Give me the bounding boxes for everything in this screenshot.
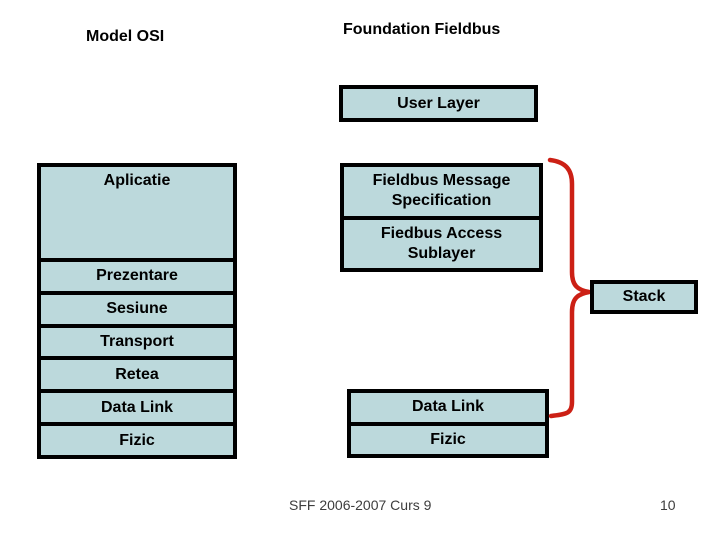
osi-layer-sesiune: Sesiune — [41, 290, 233, 324]
footer-course-text: SFF 2006-2007 Curs 9 — [289, 497, 432, 513]
fieldbus-datalink-cell: Data Link — [351, 393, 545, 422]
stack-grouping-brace — [547, 157, 592, 419]
footer-page-number: 10 — [660, 497, 676, 513]
osi-layer-fizic: Fizic — [41, 422, 233, 455]
stack-label: Stack — [622, 288, 666, 305]
right-column-title: Foundation Fieldbus — [343, 21, 501, 38]
fieldbus-fizic-label: Fizic — [430, 430, 466, 448]
osi-layer-label: Retea — [115, 365, 159, 383]
fieldbus-fizic-cell: Fizic — [351, 421, 545, 455]
left-column-title: Model OSI — [86, 28, 165, 45]
osi-layer-datalink: Data Link — [41, 389, 233, 422]
osi-layer-label: Prezentare — [96, 267, 178, 285]
fieldbus-message-specification-cell: Fieldbus Message Specification — [344, 167, 539, 216]
fieldbus-datalink-label: Data Link — [411, 398, 484, 416]
osi-layer-label: Aplicatie — [103, 172, 171, 189]
fieldbus-upper-stack-box: Fieldbus Message Specification Fiedbus A… — [340, 163, 543, 272]
fieldbus-lower-stack-box: Data Link Fizic — [347, 389, 549, 458]
stack-box: Stack — [590, 280, 698, 314]
osi-layer-label: Data Link — [100, 398, 173, 416]
osi-layer-label: Transport — [100, 333, 174, 351]
osi-layer-transport: Transport — [41, 323, 233, 357]
user-layer-label: User Layer — [397, 94, 480, 112]
osi-layer-label: Fizic — [119, 431, 155, 449]
fms-label: Fieldbus Message Specification — [372, 172, 511, 210]
osi-layer-prezentare: Prezentare — [41, 258, 233, 291]
fas-label: Fiedbus Access Sublayer — [380, 224, 503, 262]
user-layer-box: User Layer — [339, 85, 538, 122]
osi-layer-aplicatie: Aplicatie — [41, 167, 233, 258]
osi-model-column: Aplicatie Prezentare Sesiune Transport R… — [37, 163, 237, 459]
brace-path — [547, 157, 592, 419]
fieldbus-access-sublayer-cell: Fiedbus Access Sublayer — [344, 215, 539, 269]
osi-layer-label: Sesiune — [106, 300, 168, 318]
osi-layer-retea: Retea — [41, 356, 233, 389]
